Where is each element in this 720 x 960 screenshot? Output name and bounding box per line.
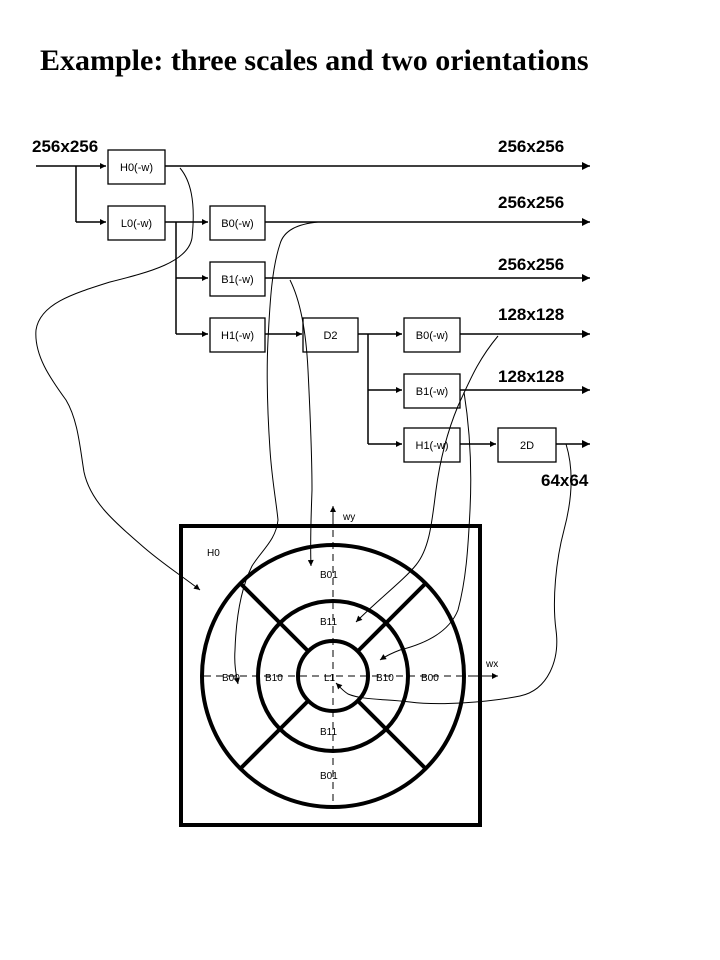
region-b00-right-label: B00 (421, 673, 439, 684)
b1-s1-to-region-arrow (289, 279, 314, 567)
region-b11-top-label: B11 (320, 617, 337, 628)
separator-inner-tr (356, 621, 388, 653)
output-size-label: 256x256 (498, 137, 564, 156)
block-b1-stage1-label: B1(-w) (221, 274, 253, 286)
correspondence-arrows (35, 167, 572, 705)
frequency-plane: wx wy H0 B01 B11 B00 B10 L1 B10 B00 B11 … (179, 506, 498, 827)
separator-inner-tl (278, 621, 310, 653)
diagram-title: Example: three scales and two orientatio… (40, 44, 589, 77)
b0-s2-to-region-arrow (355, 335, 499, 623)
output-size-label: 128x128 (498, 367, 564, 386)
separator-outer-tr (384, 581, 428, 625)
block-h0: H0(-w) (107, 149, 166, 185)
block-h1-stage1-label: H1(-w) (221, 330, 254, 342)
wy-axis-label: wy (342, 512, 355, 523)
region-l1-label: L1 (324, 673, 336, 684)
block-h1-stage2: H1(-w) (403, 427, 461, 463)
separator-inner-bl (278, 699, 310, 731)
block-b0-stage1: B0(-w) (209, 205, 266, 241)
separator-inner-br (356, 699, 388, 731)
wx-axis-label: wx (485, 659, 498, 670)
block-b1-stage2-label: B1(-w) (416, 386, 448, 398)
block-b0-stage2-label: B0(-w) (416, 330, 448, 342)
region-b10-right-label: B10 (376, 673, 394, 684)
h0-to-region-arrow (35, 167, 201, 591)
b1-s2-to-region-arrow (379, 391, 472, 661)
block-l0-label: L0(-w) (121, 218, 152, 230)
region-b10-left-label: B10 (265, 673, 283, 684)
output-size-label: 64x64 (541, 471, 589, 490)
2d-to-region-arrow (335, 443, 572, 705)
region-b01-top-label: B01 (320, 570, 338, 581)
block-d2-label: D2 (323, 330, 337, 342)
block-b1-stage1: B1(-w) (209, 261, 266, 297)
filter-bank: 256x256 H0(-w) (32, 137, 590, 490)
block-h0-label: H0(-w) (120, 162, 153, 174)
block-b0-stage2: B0(-w) (403, 317, 461, 353)
region-b00-left-label: B00 (222, 673, 240, 684)
block-b1-stage2: B1(-w) (403, 373, 461, 409)
output-size-label: 128x128 (498, 305, 564, 324)
region-h0-label: H0 (207, 548, 220, 559)
block-2d: 2D (497, 427, 557, 463)
region-b01-bottom-label: B01 (320, 771, 338, 782)
region-b11-bottom-label: B11 (320, 727, 337, 738)
output-size-label: 256x256 (498, 255, 564, 274)
block-h1-stage1: H1(-w) (209, 317, 266, 353)
block-2d-label: 2D (520, 440, 534, 452)
block-d2: D2 (302, 317, 359, 353)
block-b0-stage1-label: B0(-w) (221, 218, 253, 230)
output-size-label: 256x256 (498, 193, 564, 212)
separator-outer-bl (238, 727, 282, 771)
separator-outer-tl (238, 581, 282, 625)
separator-outer-br (384, 727, 428, 771)
b0-s1-to-region-arrow (233, 221, 319, 685)
input-size-label: 256x256 (32, 137, 98, 156)
block-h1-stage2-label: H1(-w) (416, 440, 449, 452)
block-l0: L0(-w) (107, 205, 166, 241)
